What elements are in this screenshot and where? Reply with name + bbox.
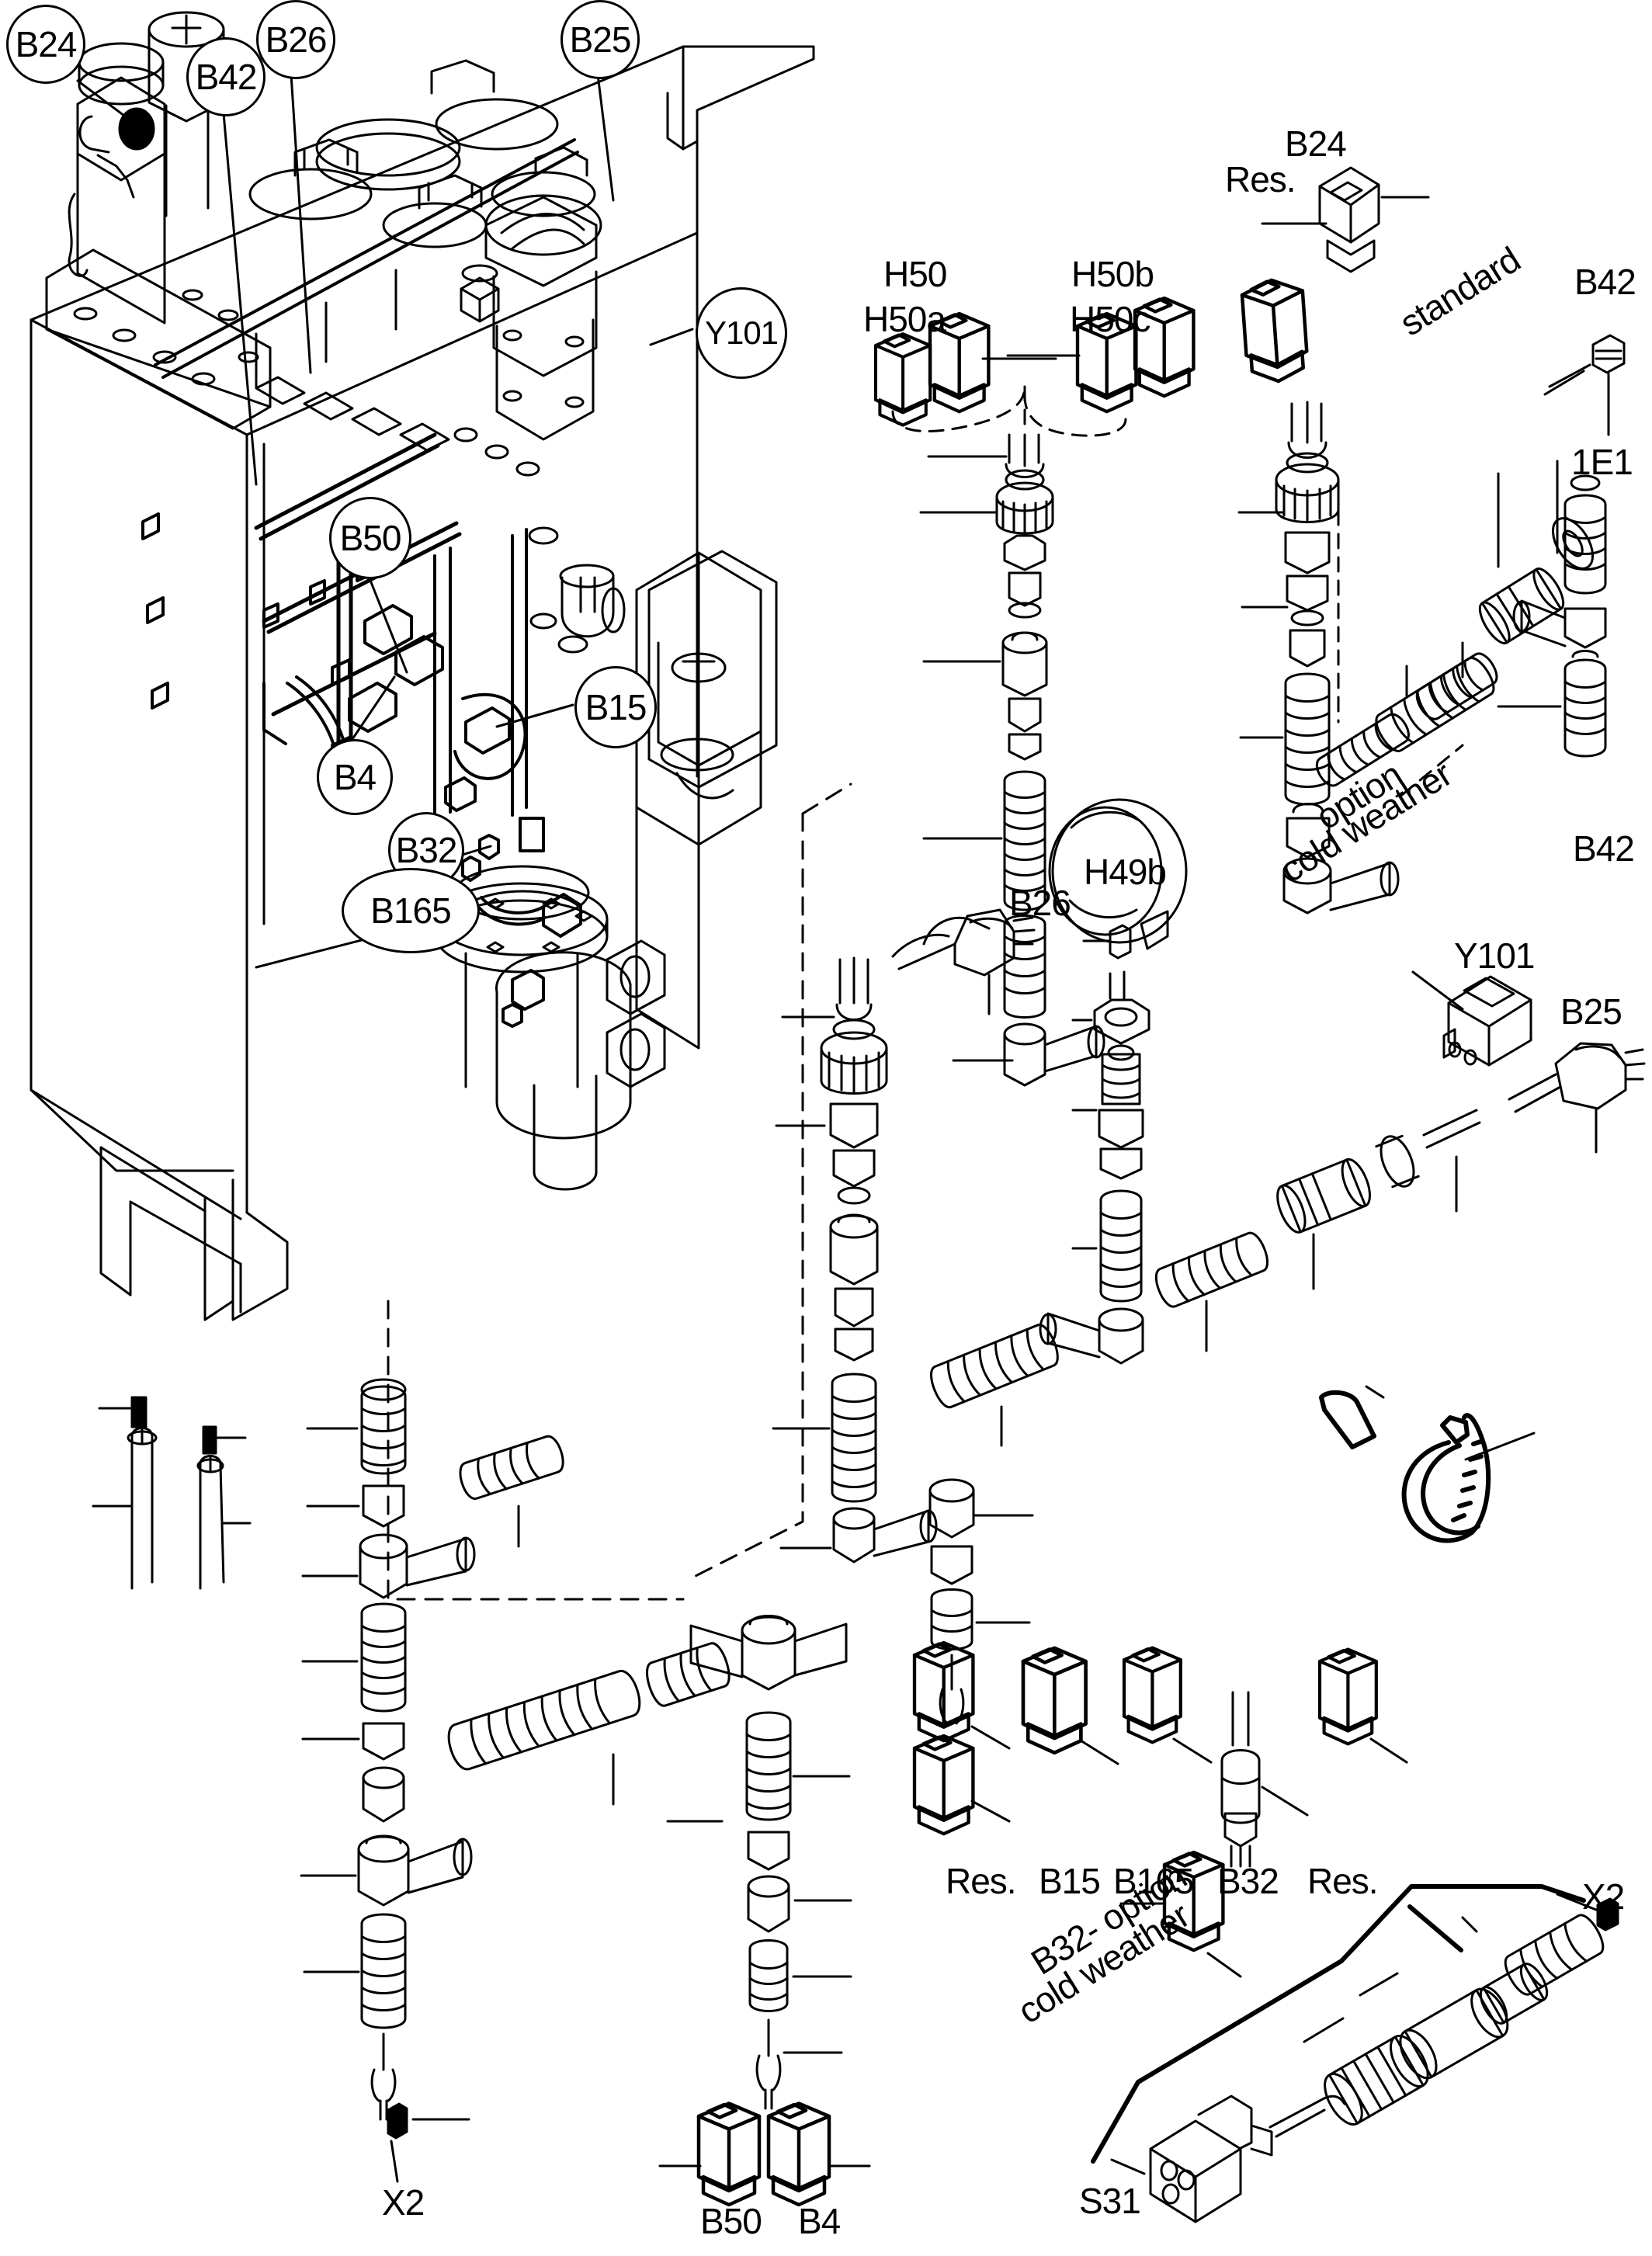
mid-horizontal-conduit <box>930 1109 1481 1447</box>
balloon-b165-left[interactable]: B165 <box>342 868 480 953</box>
label-h50: H50 <box>883 254 947 294</box>
cable-tie-and-clamp <box>1319 1385 1536 1543</box>
label-res-left-bottom: Res. <box>946 1861 1017 1901</box>
label-h50a: H50a <box>863 299 946 339</box>
label-b42-right: B42 <box>1574 262 1636 302</box>
balloon-leaders <box>76 73 694 969</box>
label-x2-right: X2 <box>1582 1876 1625 1917</box>
balloon-b24-top[interactable]: B24 <box>6 5 85 84</box>
label-b25-right: B25 <box>1560 991 1622 1032</box>
mid-left-stack <box>772 956 938 1564</box>
label-h50c: H50c <box>1070 299 1150 339</box>
y101-b25-connectors <box>1411 970 1646 1154</box>
label-1e1: 1E1 <box>1571 442 1633 482</box>
left-bottom-column <box>300 1378 564 2183</box>
b50-b4-connectors <box>658 2051 871 2205</box>
balloon-b26-top[interactable]: B26 <box>256 0 335 79</box>
machine-cabinet <box>30 11 815 1321</box>
label-b42-low: B42 <box>1573 828 1635 869</box>
label-b26-mid: B26 <box>1009 883 1071 923</box>
label-b165-bottom: B165 <box>1113 1861 1194 1901</box>
label-res-right-bottom: Res. <box>1307 1861 1379 1901</box>
label-h49b: H49b <box>1084 852 1167 892</box>
bottom-connector-row <box>914 1643 1408 1978</box>
s31-x2-assembly <box>1091 1884 1619 2223</box>
standard-fitting-set <box>1315 334 1626 787</box>
balloon-b50-left[interactable]: B50 <box>329 497 411 579</box>
h49b-gauge-group <box>1039 798 1188 1365</box>
balloon-b25-top[interactable]: B25 <box>560 0 640 79</box>
label-h50b: H50b <box>1071 254 1154 294</box>
corrugated-hose <box>1003 770 1046 911</box>
h50-fitting-stack <box>995 433 1105 1087</box>
label-y101-right: Y101 <box>1454 935 1535 976</box>
balloon-y101-left[interactable]: Y101 <box>696 287 787 379</box>
label-res-b24: Res. <box>1225 159 1296 200</box>
right-spring-stack <box>1337 474 1607 797</box>
cable-tie-icon <box>1401 1413 1491 1543</box>
b24-vertical-stack <box>1237 401 1400 915</box>
lower-diagonal-run <box>447 1615 852 2110</box>
label-b50-bottom: B50 <box>700 2201 762 2241</box>
b24-res-group <box>1241 166 1430 384</box>
label-b4-bottom: B4 <box>798 2201 841 2241</box>
label-x2-left: X2 <box>382 2182 425 2223</box>
h50-connector-group <box>876 298 1193 1087</box>
pin-parts-left <box>92 1396 252 1590</box>
balloon-b4-left[interactable]: B4 <box>317 739 393 815</box>
label-b24-right: B24 <box>1285 123 1347 164</box>
label-b32-bottom: B32 <box>1217 1861 1279 1901</box>
label-s31: S31 <box>1079 2181 1141 2221</box>
balloon-b42-top[interactable]: B42 <box>186 37 266 116</box>
label-b15-bottom: B15 <box>1039 1861 1101 1901</box>
balloon-b15-left[interactable]: B15 <box>574 666 657 748</box>
b26-plug <box>891 908 1036 1015</box>
